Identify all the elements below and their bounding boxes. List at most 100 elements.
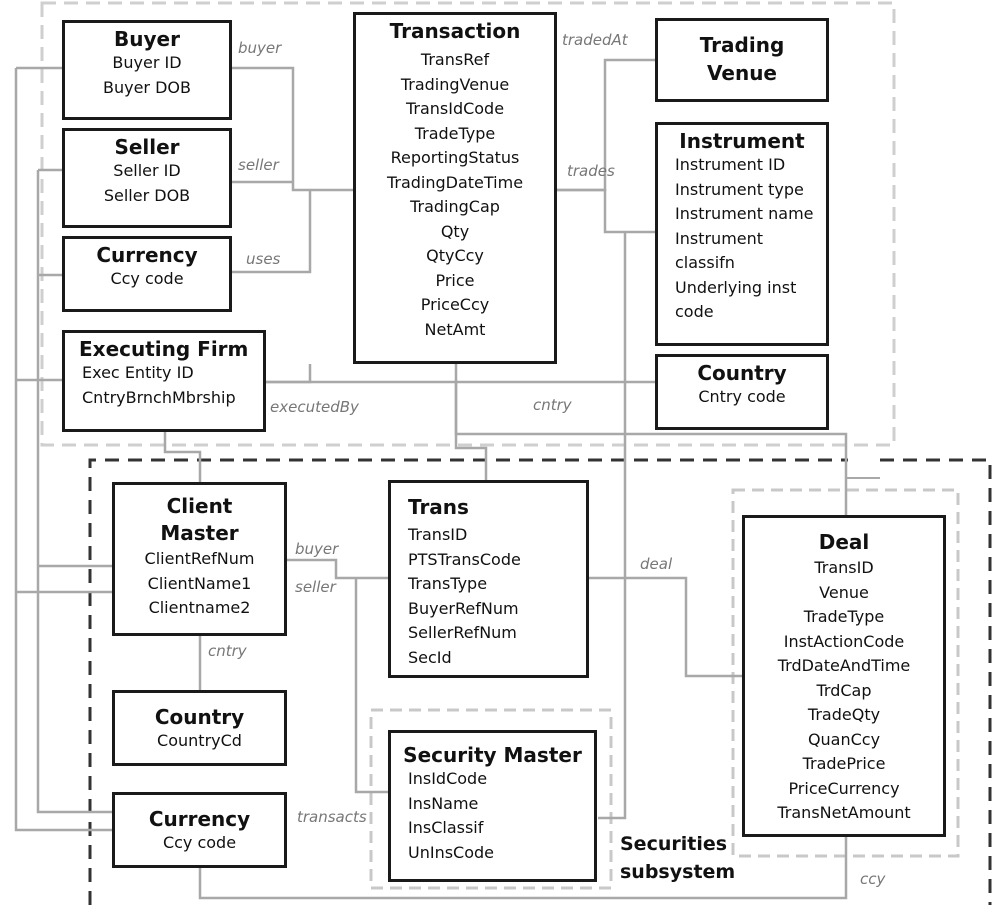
attribute: InsName xyxy=(408,793,479,813)
attribute: InsIdCode xyxy=(408,769,488,788)
attribute: PTSTransCode xyxy=(408,549,521,569)
attribute: ClientName1 xyxy=(147,573,252,593)
attribute: Price xyxy=(435,270,475,290)
attribute: Underlying inst xyxy=(675,277,797,297)
attribute: Venue xyxy=(819,582,869,602)
entity-client-master[interactable]: Client Master ClientRefNum ClientName1 C… xyxy=(112,482,287,636)
entity-seller[interactable]: Seller Seller ID Seller DOB xyxy=(62,128,232,228)
attribute: Ccy code xyxy=(110,269,184,288)
label-traded-at: tradedAt xyxy=(562,31,628,49)
attribute: InstActionCode xyxy=(783,631,905,651)
connector-left-spine xyxy=(14,68,112,832)
attribute: Seller ID xyxy=(113,161,181,180)
entity-title: Client xyxy=(166,494,233,518)
attribute: BuyerRefNum xyxy=(408,598,519,618)
connector-executing-transaction xyxy=(266,364,312,384)
securities-subsystem-boundary xyxy=(88,458,992,905)
connector-buyer-transaction xyxy=(232,66,353,192)
entity-title: Transaction xyxy=(389,19,521,43)
attribute: Ccy code xyxy=(162,833,237,852)
subsystem-caption: Securities subsystem xyxy=(620,830,735,886)
entity-title: Buyer xyxy=(114,27,180,51)
attribute: TransIdCode xyxy=(405,99,505,118)
attribute: NetAmt xyxy=(424,319,486,339)
entity-title: Currency xyxy=(96,243,198,267)
attribute: QtyCcy xyxy=(426,246,484,265)
attribute: TransID xyxy=(814,558,874,577)
subsystem-caption-line1: Securities xyxy=(620,833,728,855)
attribute: UnInsCode xyxy=(408,842,495,862)
attribute: Clientname2 xyxy=(148,598,251,617)
attribute: Instrument ID xyxy=(675,155,786,174)
attribute: TradingCap xyxy=(410,197,500,216)
attribute: Exec Entity ID xyxy=(82,363,194,382)
connector-executing-client xyxy=(163,430,202,482)
attribute: TradeType xyxy=(414,123,496,143)
attribute: ClientRefNum xyxy=(144,549,255,568)
attribute: TradeQty xyxy=(807,705,881,724)
security-group-boundary xyxy=(369,708,613,890)
entity-country-bottom[interactable]: Country CountryCd xyxy=(112,690,287,766)
entity-title: Trans xyxy=(408,495,469,519)
label-cntry-top: cntry xyxy=(533,396,572,414)
label-transacts: transacts xyxy=(297,808,367,826)
entity-trading-venue[interactable]: Trading Venue xyxy=(655,18,829,102)
attribute: CntryBrnchMbrship xyxy=(82,387,236,407)
entity-title: Executing Firm xyxy=(79,337,249,361)
entity-title: Deal xyxy=(818,530,870,554)
connector-instrument-security xyxy=(598,232,627,820)
label-trades: trades xyxy=(567,162,615,180)
entity-title: Master xyxy=(160,521,239,545)
attribute: TradeType xyxy=(803,607,885,626)
attribute: TransRef xyxy=(420,50,490,69)
entity-currency-top[interactable]: Currency Ccy code xyxy=(62,236,232,312)
connectors xyxy=(14,58,848,900)
attribute: Instrument name xyxy=(675,204,814,223)
entity-executing-firm[interactable]: Executing Firm Exec Entity ID CntryBrnch… xyxy=(62,330,266,432)
entity-currency-bottom[interactable]: Currency Ccy code xyxy=(112,792,287,868)
entity-instrument[interactable]: Instrument Instrument ID Instrument type… xyxy=(655,122,829,346)
connector-trans-security xyxy=(354,578,388,794)
connector-currency-transaction xyxy=(232,190,312,274)
attribute: Seller DOB xyxy=(103,185,191,205)
entity-buyer[interactable]: Buyer Buyer ID Buyer DOB xyxy=(62,20,232,120)
attribute: ReportingStatus xyxy=(390,148,520,167)
connector-second-spine xyxy=(36,170,112,814)
attribute: Instrument type xyxy=(675,179,804,199)
connector-transaction-deal xyxy=(454,380,848,515)
label-buyer-bottom: buyer xyxy=(295,540,339,558)
attribute: Cntry code xyxy=(698,387,786,406)
label-executed-by: executedBy xyxy=(270,398,359,416)
attribute: SellerRefNum xyxy=(408,623,517,642)
entity-security-master[interactable]: Security Master InsIdCode InsName InsCla… xyxy=(388,730,597,882)
attribute: QuanCcy xyxy=(807,729,881,749)
connector-trans-deal xyxy=(589,576,742,678)
label-ccy: ccy xyxy=(860,870,886,888)
entity-title: Venue xyxy=(707,61,777,85)
attribute: TransID xyxy=(408,525,468,544)
entity-title: Seller xyxy=(114,135,180,159)
entity-title: Trading xyxy=(699,33,785,57)
label-uses: uses xyxy=(246,250,281,268)
entity-deal[interactable]: Deal TransID Venue TradeType InstActionC… xyxy=(742,515,946,837)
attribute: Buyer DOB xyxy=(103,77,191,97)
attribute: InsClassif xyxy=(408,818,484,837)
attribute: PriceCcy xyxy=(420,295,490,314)
connector-client-trans xyxy=(287,558,388,580)
label-seller: seller xyxy=(238,156,279,174)
label-seller-bottom: seller xyxy=(295,578,336,596)
attribute: TrdDateAndTime xyxy=(777,656,911,675)
label-buyer: buyer xyxy=(238,39,282,57)
entity-title: Instrument xyxy=(679,129,805,153)
entity-title: Currency xyxy=(148,807,251,831)
attribute: TransNetAmount xyxy=(777,803,911,822)
entity-country-top[interactable]: Country Cntry code xyxy=(655,354,829,430)
label-cntry-bottom: cntry xyxy=(208,642,247,660)
attribute: PriceCurrency xyxy=(788,778,900,798)
attribute: CountryCd xyxy=(157,731,242,750)
entity-transaction[interactable]: Transaction TransRef TradingVenue TransI… xyxy=(353,12,557,364)
attribute: Qty xyxy=(440,221,470,241)
attribute: SecId xyxy=(408,647,452,667)
entity-trans[interactable]: Trans TransID PTSTransCode TransType Buy… xyxy=(388,480,589,678)
